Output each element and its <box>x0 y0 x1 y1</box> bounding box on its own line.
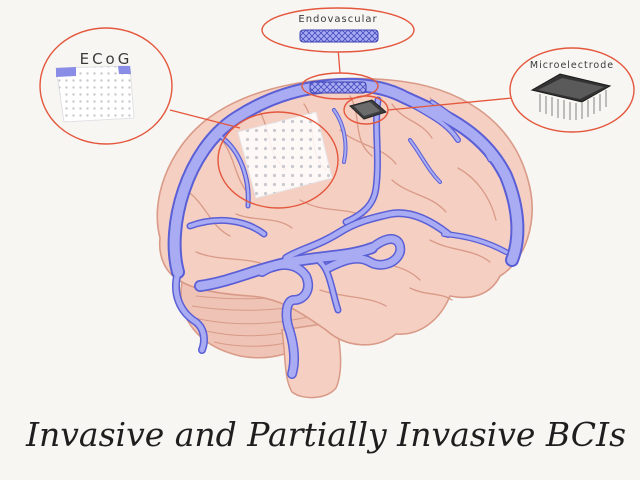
microelectrode-callout: Microelectrode <box>509 47 635 133</box>
microelectrode-chip <box>349 99 388 120</box>
microelectrode-label: Microelectrode <box>530 60 614 71</box>
blood-vessels <box>167 77 525 379</box>
ecog-callout: ECoG <box>39 27 173 145</box>
endovascular-stent <box>309 81 367 94</box>
ecog-highlight-circle <box>217 111 339 209</box>
ecog-grid <box>237 111 333 199</box>
diagram-title: Invasive and Partially Invasive BCIs <box>25 415 626 454</box>
ecog-label: ECoG <box>80 50 133 68</box>
endovascular-label: Endovascular <box>298 14 377 25</box>
endovascular-callout: Endovascular <box>261 7 415 53</box>
